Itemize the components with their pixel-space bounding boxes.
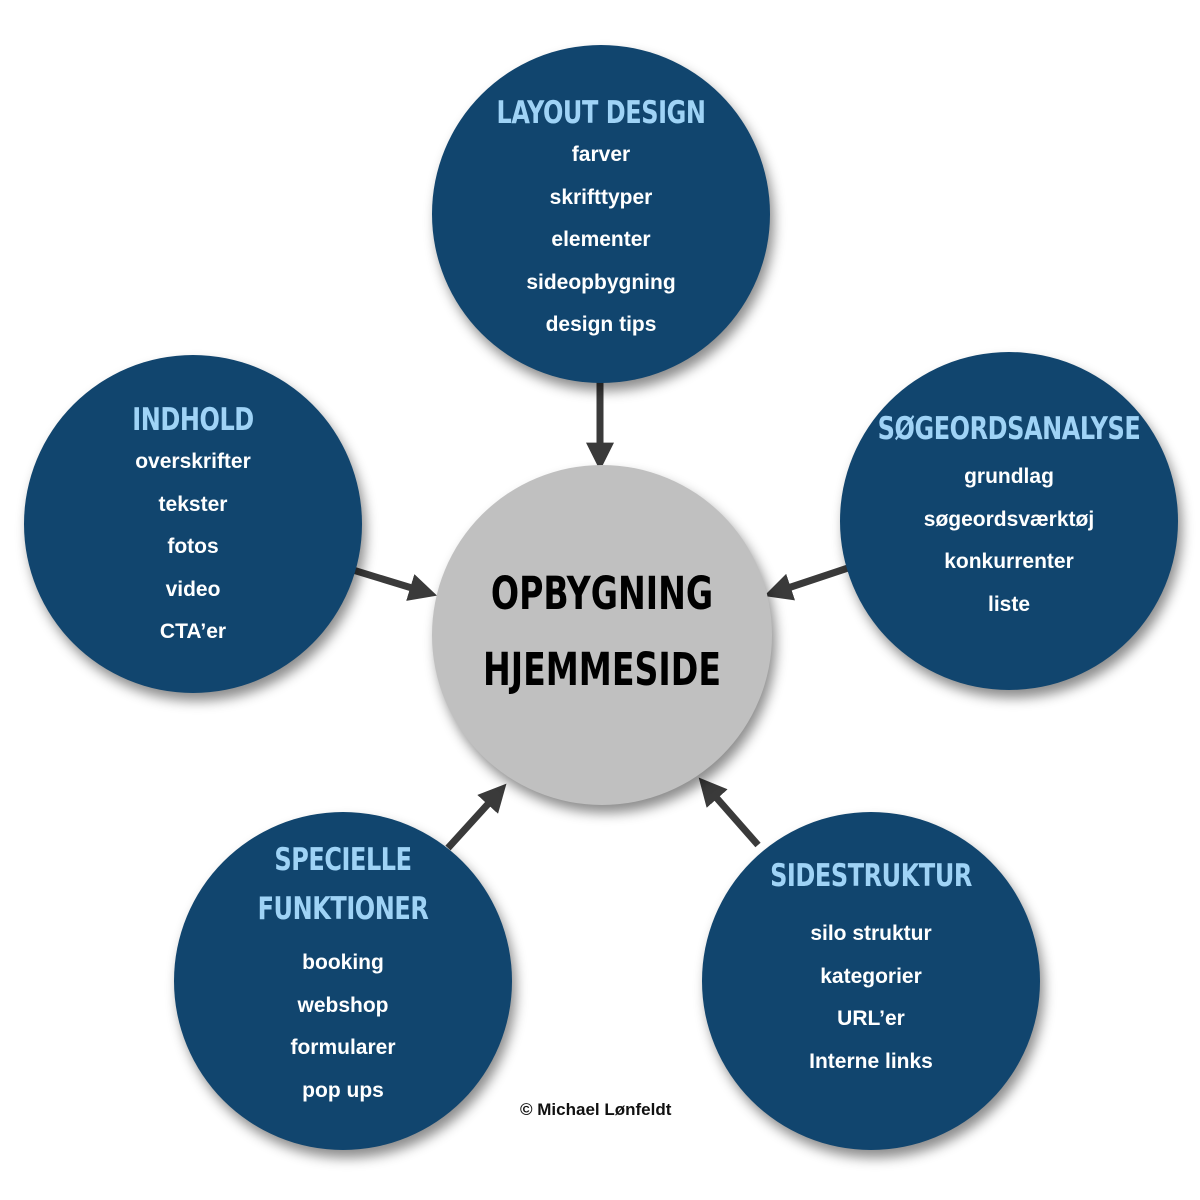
node-item-list: overskrifter tekster fotos video CTA’er xyxy=(24,441,362,654)
arrow-specielle-to-center xyxy=(445,783,507,851)
arrow-indhold-to-center xyxy=(351,566,438,601)
arrow-soegeord-to-center xyxy=(764,564,850,601)
center-title-line-1: OPBYGNING xyxy=(490,567,714,620)
list-item: konkurrenter xyxy=(944,550,1074,573)
node-title-line-1: SPECIELLE xyxy=(274,842,412,878)
list-item: sideopbygning xyxy=(526,270,676,294)
list-item: booking xyxy=(302,951,384,974)
list-item: silo struktur xyxy=(810,922,932,945)
node-item-list: silo struktur kategorier URL’er Interne … xyxy=(702,913,1040,1083)
node-specielle-funktioner: SPECIELLE FUNKTIONER booking webshop for… xyxy=(174,812,512,1150)
arrow-sidestruktur-to-center xyxy=(698,777,761,848)
center-title-line-2: HJEMMESIDE xyxy=(482,643,722,696)
node-title: SIDESTRUKTUR xyxy=(770,858,972,894)
list-item: fotos xyxy=(167,535,219,558)
node-item-list: booking webshop formularer pop ups xyxy=(174,942,512,1112)
node-title-line-2: FUNKTIONER xyxy=(257,891,429,927)
node-sidestruktur: SIDESTRUKTUR silo struktur kategorier UR… xyxy=(702,812,1040,1150)
copyright-text: Michael Lønfeldt xyxy=(537,1100,672,1119)
node-item-list: farver skrifttyper elementer sideopbygni… xyxy=(432,134,770,347)
list-item: elementer xyxy=(551,228,651,251)
list-item: formularer xyxy=(290,1036,396,1059)
copyright-icon: © xyxy=(520,1100,533,1119)
list-item: farver xyxy=(571,143,631,166)
center-node: OPBYGNING HJEMMESIDE xyxy=(432,465,772,805)
list-item: liste xyxy=(987,592,1031,616)
list-item: søgeordsværktøj xyxy=(923,507,1095,531)
list-item: tekster xyxy=(158,492,228,516)
node-soegeordsanalyse: SØGEORDSANALYSE grundlag søgeordsværktøj… xyxy=(840,352,1178,690)
copyright-notice: © Michael Lønfeldt xyxy=(520,1100,671,1120)
list-item: URL’er xyxy=(837,1007,905,1030)
list-item: CTA’er xyxy=(159,620,227,643)
list-item: Interne links xyxy=(809,1049,933,1073)
list-item: kategorier xyxy=(820,964,922,988)
node-indhold: INDHOLD overskrifter tekster fotos video… xyxy=(24,355,362,693)
node-title: LAYOUT DESIGN xyxy=(496,95,706,131)
list-item: skrifttyper xyxy=(549,185,653,209)
list-item: design tips xyxy=(545,313,657,336)
node-title: SØGEORDSANALYSE xyxy=(877,411,1141,447)
node-layout-design: LAYOUT DESIGN farver skrifttyper element… xyxy=(432,45,770,383)
node-item-list: grundlag søgeordsværktøj konkurrenter li… xyxy=(840,456,1178,626)
list-item: overskrifter xyxy=(135,450,251,473)
list-item: webshop xyxy=(297,993,389,1017)
list-item: pop ups xyxy=(302,1078,384,1102)
list-item: grundlag xyxy=(964,465,1054,488)
node-title: INDHOLD xyxy=(132,402,254,438)
list-item: video xyxy=(165,577,221,601)
